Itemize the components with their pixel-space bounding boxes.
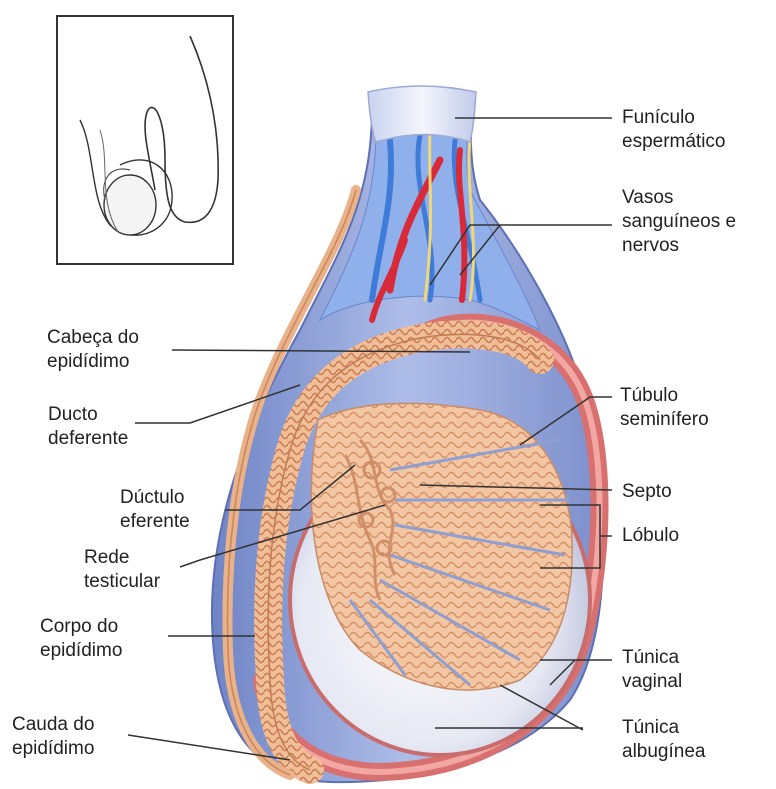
label-tubulo-seminifero: Túbulo seminífero	[620, 384, 709, 432]
label-septo-line1: Septo	[622, 480, 672, 504]
label-cabeca-epididimo: Cabeça do epidídimo	[47, 326, 139, 374]
label-rede-line1: Rede	[84, 546, 160, 570]
label-lobulo: Lóbulo	[622, 524, 679, 548]
label-corpo-line2: epidídimo	[40, 639, 122, 663]
label-rede-line2: testicular	[84, 570, 160, 594]
label-cauda-line2: epidídimo	[12, 737, 94, 761]
label-ducto-deferente: Ducto deferente	[48, 403, 128, 451]
label-tunica-albuginea-line1: Túnica	[622, 716, 705, 740]
label-tunica-vaginal-line1: Túnica	[622, 646, 682, 670]
label-ducto-line1: Ducto	[48, 403, 128, 427]
label-cauda-line1: Cauda do	[12, 713, 94, 737]
label-cauda-epididimo: Cauda do epidídimo	[12, 713, 94, 761]
label-cabeca-line2: epidídimo	[47, 350, 139, 374]
label-tubulo-line1: Túbulo	[620, 384, 709, 408]
label-ductulo-line2: eferente	[120, 510, 190, 534]
inset-scrotum-sketch	[57, 16, 233, 264]
label-lobulo-line1: Lóbulo	[622, 524, 679, 548]
label-vasos-line3: nervos	[622, 234, 736, 258]
spermatic-cord-cap	[368, 86, 476, 142]
label-tunica-vaginal-line2: vaginal	[622, 670, 682, 694]
label-funiculo-line1: Funículo	[622, 106, 726, 130]
label-vasos-line1: Vasos	[622, 186, 736, 210]
label-ductulo-line1: Dúctulo	[120, 486, 190, 510]
label-corpo-line1: Corpo do	[40, 615, 122, 639]
label-rede-testicular: Rede testicular	[84, 546, 160, 594]
label-tunica-vaginal: Túnica vaginal	[622, 646, 682, 694]
label-septo: Septo	[622, 480, 672, 504]
label-vasos-line2: sanguíneos e	[622, 210, 736, 234]
label-funiculo-line2: espermático	[622, 130, 726, 154]
label-tunica-albuginea-line2: albugínea	[622, 740, 705, 764]
label-vasos-sanguineos: Vasos sanguíneos e nervos	[622, 186, 736, 258]
label-corpo-epididimo: Corpo do epidídimo	[40, 615, 122, 663]
label-ductulo-eferente: Dúctulo eferente	[120, 486, 190, 534]
label-tunica-albuginea: Túnica albugínea	[622, 716, 705, 764]
label-ducto-line2: deferente	[48, 427, 128, 451]
label-funiculo-espermatico: Funículo espermático	[622, 106, 726, 154]
label-cabeca-line1: Cabeça do	[47, 326, 139, 350]
label-tubulo-line2: seminífero	[620, 408, 709, 432]
